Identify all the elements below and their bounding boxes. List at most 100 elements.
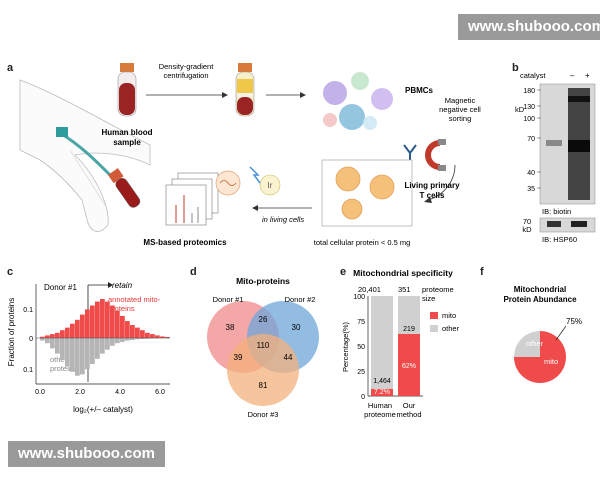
c-xtick: 4.0 (115, 389, 125, 396)
c-bars (36, 299, 170, 376)
e-ylabel: Percentage(%) (341, 321, 350, 372)
c-bar-mito (155, 335, 160, 338)
c-bar-mito (70, 323, 75, 338)
legend-other-swatch (430, 325, 438, 332)
c-bar-other (65, 338, 70, 367)
c-bar-other (120, 338, 125, 342)
c-bar-mito (40, 336, 45, 338)
venn-value: 39 (234, 353, 243, 362)
pbmc-cells (323, 72, 393, 130)
panel-c-letter: c (7, 266, 14, 278)
tcell (341, 198, 363, 220)
blot-lane-minus-band (546, 140, 562, 146)
blot-marker: 130 (523, 104, 535, 111)
e-bar-pct: 7.2% (374, 389, 390, 396)
c-bar-other (70, 338, 75, 372)
c-bar-other (75, 338, 80, 376)
e-title: Mitochondrial specificity (353, 268, 453, 278)
c-bar-mito (45, 335, 50, 338)
venn-value: 110 (257, 341, 270, 350)
watermark-top: www.shubooo.com (458, 14, 600, 40)
catalyst-plus: + (585, 71, 590, 80)
venn-value: 30 (292, 323, 301, 332)
venn-donor2: Donor #2 (285, 295, 316, 304)
c-bar-mito (145, 332, 150, 338)
panel-d-letter: d (190, 266, 197, 278)
e-ytick: 25 (357, 369, 365, 376)
iridium-catalyst-icon (259, 174, 281, 196)
e-size-2: 351 (398, 285, 411, 294)
panel-c-histogram: Donor #1 retain annotated mito-proteins … (7, 281, 170, 414)
in-living-cells-label: in living cells (262, 215, 304, 224)
c-bar-other (105, 338, 110, 350)
c-bar-other (130, 338, 135, 341)
panel-a-letter: a (7, 62, 14, 74)
retain-label: retain (112, 281, 133, 290)
e-bar-count: 1,464 (373, 378, 391, 385)
watermark-bottom: www.shubooo.com (8, 441, 165, 467)
c-bar-mito (90, 305, 95, 338)
c-bar-mito (120, 315, 125, 338)
f-pct: 75% (566, 317, 582, 326)
tcell-box (321, 159, 413, 227)
c-bar-other (40, 338, 45, 341)
e-bar-other (398, 296, 420, 334)
panel-e-barchart: Mitochondrial specificity 20,401 351 pro… (341, 268, 460, 419)
f-mito-label: mito (544, 357, 558, 366)
tcell (369, 174, 395, 200)
venn-value: 81 (259, 381, 268, 390)
ir-label: Ir (268, 181, 273, 190)
panel-d-venn: Mito-proteins Donor #1 Donor #2 Donor #3… (207, 276, 319, 419)
c-bar-mito (95, 301, 100, 338)
c-bar-other (125, 338, 130, 341)
c-ytick: 0.1 (23, 367, 33, 374)
arrow-sorting (427, 164, 456, 201)
e-bar-pct: 62% (402, 363, 416, 370)
kd-label-2: kD (522, 225, 532, 234)
collection-tube (108, 168, 141, 208)
c-bar-mito (80, 314, 85, 338)
c-xtick: 2.0 (75, 389, 85, 396)
e-size-1: 20,401 (358, 285, 381, 294)
c-bar-other (140, 338, 145, 340)
venn-value: 26 (259, 315, 268, 324)
marker-70: 70 (523, 217, 531, 226)
c-bar-mito (130, 325, 135, 338)
catalyst-label: catalyst (520, 71, 546, 80)
ib-biotin-label: IB: biotin (542, 207, 571, 216)
pbmc-label: PBMCs (405, 86, 434, 95)
panel-e-letter: e (340, 266, 347, 278)
c-bar-other (50, 338, 55, 349)
c-bar-mito (65, 327, 70, 338)
legend-mito-swatch (430, 312, 438, 319)
blood-tube (117, 63, 137, 117)
c-bar-other (55, 338, 60, 354)
tcell (335, 166, 361, 192)
venn-value: 44 (284, 353, 293, 362)
c-xtick: 6.0 (155, 389, 165, 396)
c-bar-other (90, 338, 95, 364)
venn-donor1: Donor #1 (213, 295, 244, 304)
annotated-label: annotated mito-proteins (108, 295, 161, 313)
e-ytick: 0 (361, 394, 365, 401)
f-other-label: other (526, 339, 544, 348)
blot-marker: 70 (527, 136, 535, 143)
e-bar-mito (398, 334, 420, 396)
c-bar-mito (135, 327, 140, 338)
c-bar-other (110, 338, 115, 346)
c-bar-mito (50, 334, 55, 338)
c-bar-mito (75, 319, 80, 338)
c-bar-other (80, 338, 85, 375)
catalyst-minus: – (570, 71, 575, 80)
e-ytick: 100 (353, 294, 365, 301)
